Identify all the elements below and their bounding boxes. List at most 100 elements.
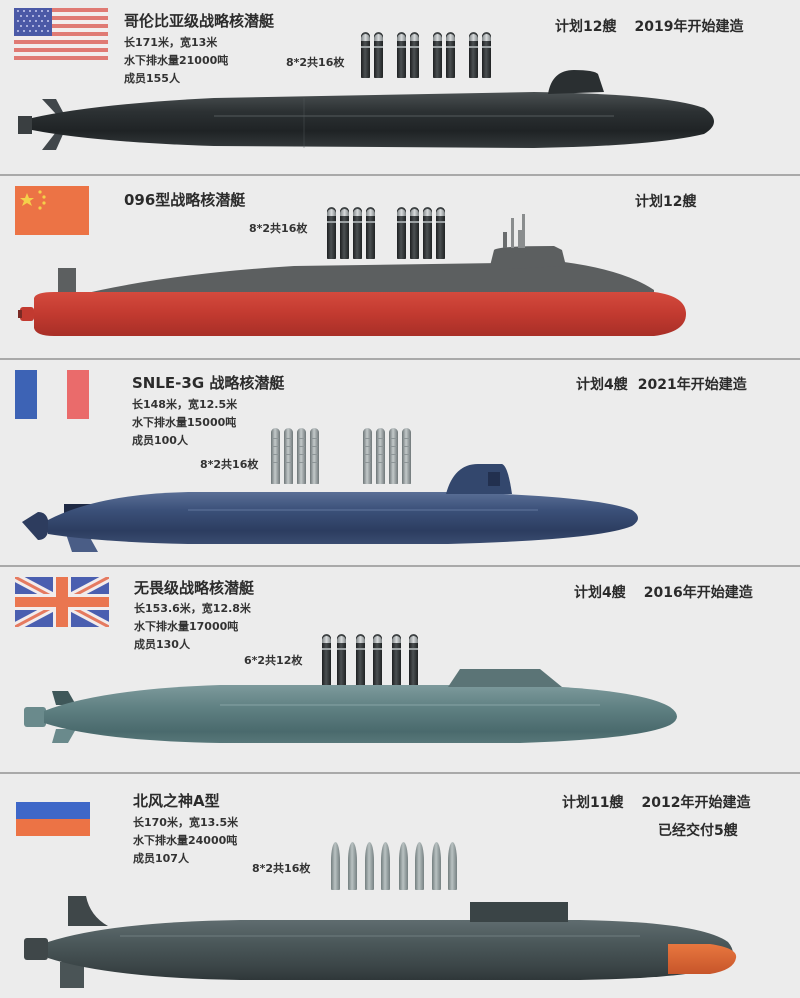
panel-uk: 无畏级战略核潜艇 长153.6米，宽12.8米 水下排水量17000吨 成员13… (0, 567, 800, 772)
submarine-specs: 长153.6米，宽12.8米 水下排水量17000吨 成员130人 (134, 600, 251, 654)
build-plan: 计划12艘 (635, 191, 696, 211)
missile-group (322, 634, 422, 690)
planned-count: 计划4艘 (574, 585, 626, 601)
missile-icon (353, 207, 362, 259)
section-divider (0, 174, 800, 176)
missile-icon (376, 428, 385, 484)
missile-icon (331, 842, 340, 890)
missile-icon (363, 428, 372, 484)
missile-icon (436, 207, 445, 259)
panel-china: 096型战略核潜艇 8*2共16枚 计划12艘 (0, 176, 800, 356)
submarine-name: SNLE-3G 战略核潜艇 (132, 374, 285, 392)
fr-flag-icon (15, 370, 89, 419)
missile-icon (446, 32, 455, 78)
submarine-specs: 长171米，宽13米 水下排水量21000吨 成员155人 (124, 34, 228, 88)
missile-icon (409, 634, 418, 690)
planned-count: 计划4艘 (576, 377, 628, 393)
spec-crew: 成员100人 (132, 434, 188, 447)
submarine-name: 096型战略核潜艇 (124, 191, 246, 209)
panel-france: SNLE-3G 战略核潜艇 长148米，宽12.5米 水下排水量15000吨 成… (0, 360, 800, 565)
missile-icon (469, 32, 478, 78)
missile-count-label: 6*2共12枚 (244, 654, 303, 667)
build-plan: 计划4艘 2016年开始建造 (574, 582, 753, 602)
spec-dimensions: 长148米，宽12.5米 (132, 398, 238, 411)
build-plan: 计划12艘 2019年开始建造 (555, 16, 743, 36)
missile-icon (322, 634, 331, 690)
us-flag-icon (14, 8, 108, 60)
missile-icon (482, 32, 491, 78)
missile-icon (399, 842, 408, 890)
missile-icon (410, 32, 419, 78)
cn-flag-icon (15, 186, 89, 235)
missile-count-label: 8*2共16枚 (286, 56, 345, 69)
submarine-name: 北风之神A型 (133, 792, 220, 810)
submarine-specs: 长170米，宽13.5米 水下排水量24000吨 成员107人 (133, 814, 238, 868)
missile-icon (356, 634, 365, 690)
missile-icon (448, 842, 457, 890)
missile-icon (373, 634, 382, 690)
spec-displacement: 水下排水量21000吨 (124, 54, 229, 67)
section-divider (0, 565, 800, 567)
missile-icon (348, 842, 357, 890)
submarine-snle3g-illustration (22, 464, 638, 552)
spec-displacement: 水下排水量24000吨 (133, 834, 238, 847)
missile-icon (365, 842, 374, 890)
missile-group (327, 207, 449, 259)
build-start: 2019年开始建造 (634, 19, 744, 35)
missile-count-label: 8*2共16枚 (252, 862, 311, 875)
missile-icon (337, 634, 346, 690)
build-plan: 计划4艘 2021年开始建造 (576, 374, 747, 394)
missile-icon (327, 207, 336, 259)
missile-icon (402, 428, 411, 484)
submarine-borei-a-illustration (24, 896, 737, 988)
submarine-dreadnought-illustration (24, 669, 677, 743)
missile-group (271, 428, 415, 484)
missile-icon (340, 207, 349, 259)
build-start: 2016年开始建造 (643, 585, 753, 601)
panel-russia: 北风之神A型 长170米，宽13.5米 水下排水量24000吨 成员107人 8… (0, 774, 800, 998)
missile-icon (284, 428, 293, 484)
missile-count-label: 8*2共16枚 (249, 222, 308, 235)
spec-dimensions: 长170米，宽13.5米 (133, 816, 239, 829)
build-plan: 计划11艘 2012年开始建造 (562, 792, 750, 812)
missile-icon (410, 207, 419, 259)
spec-dimensions: 长171米，宽13米 (124, 36, 218, 49)
section-divider (0, 358, 800, 360)
missile-icon (433, 32, 442, 78)
missile-icon (392, 634, 401, 690)
missile-icon (389, 428, 398, 484)
ru-flag-icon (16, 802, 90, 836)
missile-icon (297, 428, 306, 484)
missile-count-label: 8*2共16枚 (200, 458, 259, 471)
missile-icon (366, 207, 375, 259)
spec-dimensions: 长153.6米，宽12.8米 (134, 602, 251, 615)
missile-icon (432, 842, 441, 890)
section-divider (0, 772, 800, 774)
missile-icon (397, 207, 406, 259)
missile-icon (381, 842, 390, 890)
build-start: 2021年开始建造 (637, 377, 747, 393)
submarine-specs: 长148米，宽12.5米 水下排水量15000吨 成员100人 (132, 396, 237, 450)
missile-icon (397, 32, 406, 78)
build-start: 2012年开始建造 (641, 795, 751, 811)
delivered-count: 已经交付5艘 (658, 823, 738, 839)
missile-icon (361, 32, 370, 78)
missile-group (331, 842, 461, 890)
spec-displacement: 水下排水量17000吨 (134, 620, 239, 633)
missile-icon (415, 842, 424, 890)
spec-displacement: 水下排水量15000吨 (132, 416, 237, 429)
uk-flag-icon (15, 577, 109, 627)
panel-usa: 哥伦比亚级战略核潜艇 长171米，宽13米 水下排水量21000吨 成员155人… (0, 0, 800, 170)
missile-icon (374, 32, 383, 78)
submarine-columbia-illustration (18, 70, 714, 150)
planned-count: 计划11艘 (562, 795, 624, 811)
spec-crew: 成员130人 (134, 638, 190, 651)
missile-icon (423, 207, 432, 259)
planned-count: 计划12艘 (555, 19, 617, 35)
submarine-name: 无畏级战略核潜艇 (134, 579, 255, 597)
submarine-096-illustration (18, 214, 686, 336)
planned-count: 计划12艘 (635, 194, 697, 210)
missile-group (361, 32, 495, 78)
missile-icon (310, 428, 319, 484)
missile-icon (271, 428, 280, 484)
